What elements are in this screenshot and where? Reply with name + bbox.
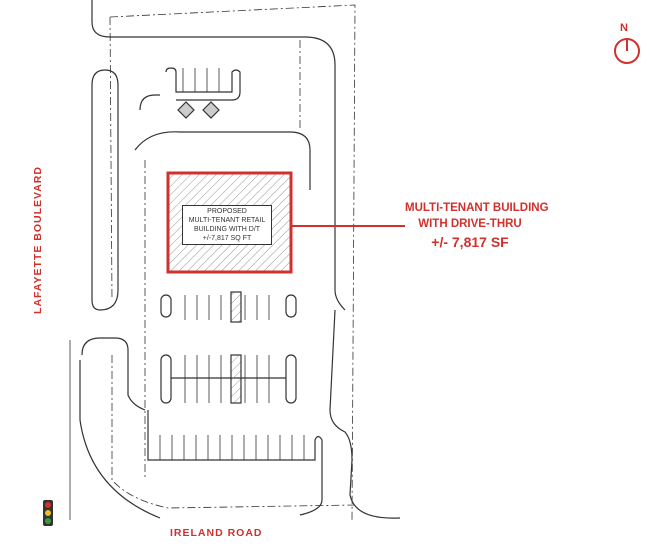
building-label-line: +/-7,817 SQ FT: [202, 235, 252, 242]
road-label-ireland: IRELAND ROAD: [170, 527, 263, 539]
building-label-line: MULTI-TENANT RETAIL: [188, 217, 266, 224]
landscape: [177, 101, 220, 119]
callout-line-2: WITH DRIVE-THRU: [418, 218, 522, 230]
callout-area: +/- 7,817 SF: [431, 234, 509, 250]
east-curb: [329, 309, 401, 519]
building-callout: MULTI-TENANT BUILDING WITH DRIVE-THRU +/…: [405, 200, 549, 252]
building-label: PROPOSED MULTI-TENANT RETAIL BUILDING WI…: [182, 205, 272, 245]
sw-road-edge: [79, 360, 161, 519]
building-label-line: PROPOSED: [207, 208, 247, 215]
walkway: [230, 291, 242, 323]
north-parking-row: [165, 67, 241, 101]
traffic-light-icon: [43, 500, 53, 526]
north-curb: [91, 0, 346, 311]
south-parking-curb: [147, 410, 323, 516]
west-median: [91, 69, 119, 311]
building-label-line: BUILDING WITH D/T: [193, 226, 261, 233]
island: [160, 354, 172, 404]
island: [285, 294, 297, 318]
sw-curb: [81, 337, 146, 411]
north-label: N: [620, 22, 628, 34]
island: [285, 354, 297, 404]
callout-line-1: MULTI-TENANT BUILDING: [405, 202, 549, 214]
island: [160, 294, 172, 318]
road-label-lafayette: LAFAYETTE BOULEVARD: [32, 166, 44, 314]
